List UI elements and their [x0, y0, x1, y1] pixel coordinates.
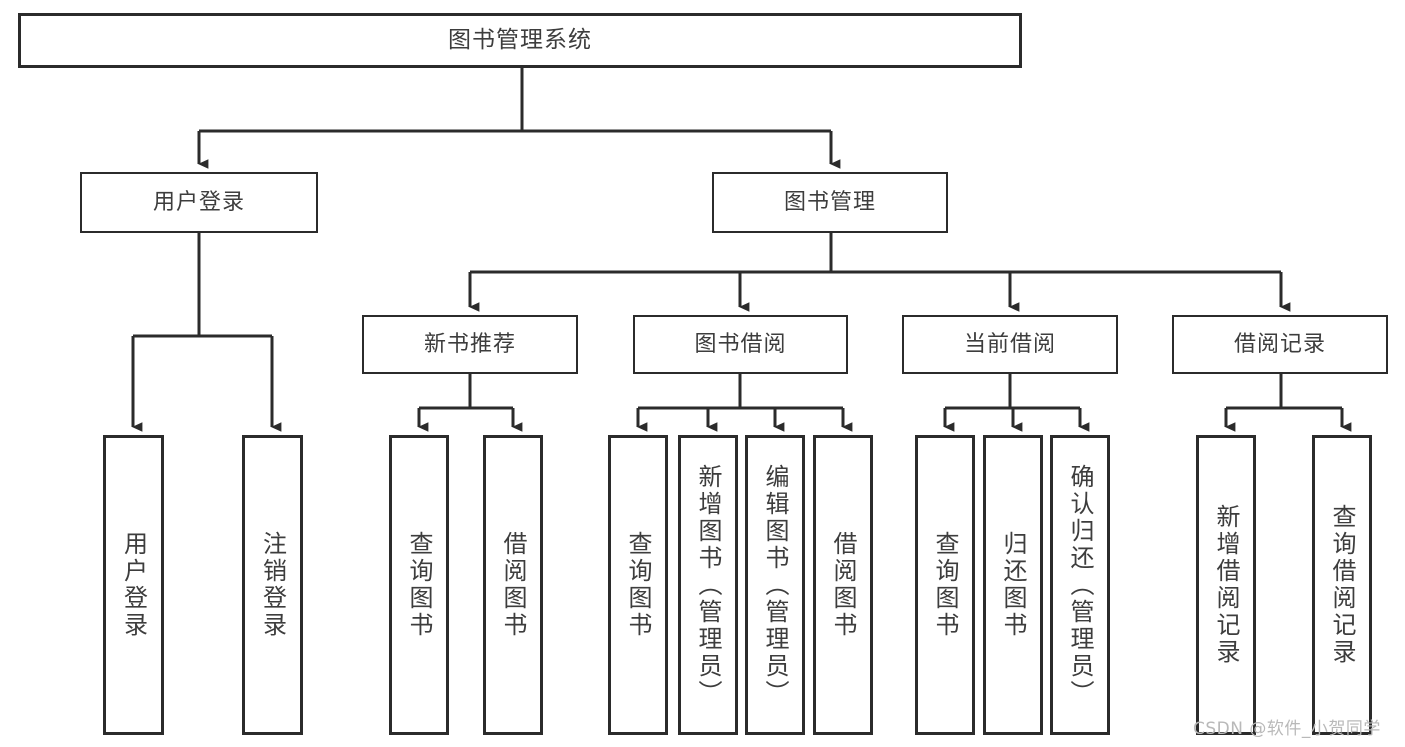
node-label: 新增借阅记录 [1212, 504, 1240, 666]
leaf-query-borrow-record[interactable]: 查询借阅记录 [1312, 435, 1372, 735]
leaf-query-book-borrow[interactable]: 查询图书 [608, 435, 668, 735]
leaf-add-book-admin[interactable]: 新增图书（管理员） [678, 435, 738, 735]
leaf-query-book-current[interactable]: 查询图书 [915, 435, 975, 735]
node-label: 查询图书 [931, 531, 959, 639]
node-label: 图书借阅 [694, 331, 787, 357]
node-label: 新书推荐 [423, 331, 516, 357]
leaf-return-book[interactable]: 归还图书 [983, 435, 1043, 735]
node-label: 借阅记录 [1233, 331, 1326, 357]
leaf-logout[interactable]: 注销登录 [242, 435, 303, 735]
leaf-query-book-recommend[interactable]: 查询图书 [389, 435, 449, 735]
node-label: 用户登录 [152, 189, 245, 215]
node-label: 注销登录 [258, 531, 287, 639]
node-book-borrow[interactable]: 图书借阅 [633, 315, 848, 374]
node-label: 查询借阅记录 [1328, 504, 1356, 666]
node-label: 借阅图书 [829, 531, 857, 639]
node-label: 编辑图书（管理员） [761, 463, 789, 707]
leaf-borrow-book-recommend[interactable]: 借阅图书 [483, 435, 543, 735]
node-label: 图书管理系统 [448, 27, 592, 54]
leaf-borrow-book[interactable]: 借阅图书 [813, 435, 873, 735]
node-label: 查询图书 [624, 531, 652, 639]
leaf-user-login[interactable]: 用户登录 [103, 435, 164, 735]
node-label: 图书管理 [783, 189, 876, 215]
node-label: 新增图书（管理员） [694, 463, 722, 707]
node-label: 借阅图书 [499, 531, 527, 639]
node-label: 当前借阅 [963, 331, 1056, 357]
node-book-management[interactable]: 图书管理 [712, 172, 948, 233]
node-label: 查询图书 [405, 531, 433, 639]
leaf-add-borrow-record[interactable]: 新增借阅记录 [1196, 435, 1256, 735]
node-root-book-management-system[interactable]: 图书管理系统 [18, 13, 1022, 68]
node-label: 确认归还（管理员） [1066, 463, 1094, 707]
csdn-watermark: CSDN @软件_小贺同学 [1193, 719, 1381, 739]
node-label: 用户登录 [119, 531, 148, 639]
leaf-edit-book-admin[interactable]: 编辑图书（管理员） [745, 435, 805, 735]
node-new-book-recommend[interactable]: 新书推荐 [362, 315, 578, 374]
node-user-login[interactable]: 用户登录 [80, 172, 318, 233]
leaf-confirm-return-admin[interactable]: 确认归还（管理员） [1050, 435, 1110, 735]
node-borrow-record[interactable]: 借阅记录 [1172, 315, 1388, 374]
node-label: 归还图书 [999, 531, 1027, 639]
node-current-borrow[interactable]: 当前借阅 [902, 315, 1118, 374]
